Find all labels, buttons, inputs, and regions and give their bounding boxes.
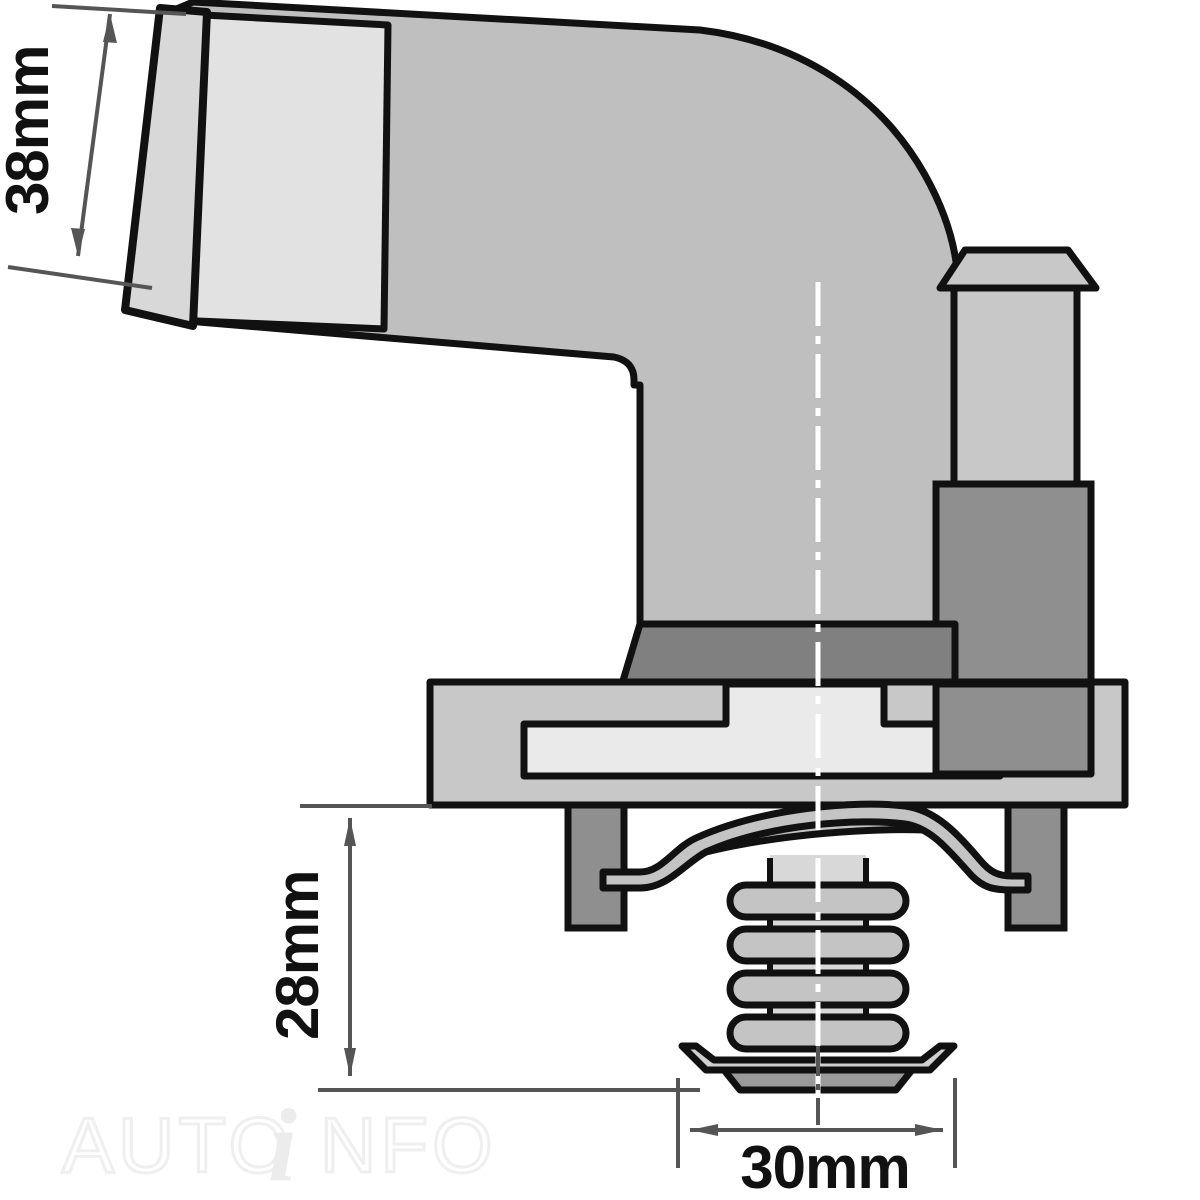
dim-30-arrow-left xyxy=(690,1124,718,1136)
bypass-nipple-base-overlap xyxy=(932,680,1095,778)
dimension-thermostat-height: 28mm xyxy=(264,804,700,1092)
watermark-text-middle: i xyxy=(268,1088,297,1200)
dimension-inlet-diameter: 38mm xyxy=(0,4,187,290)
flange-cavity xyxy=(520,680,1004,780)
dim-38-arrow-top xyxy=(103,14,117,43)
thermostat-spring xyxy=(726,881,910,1053)
gasket-seat xyxy=(618,620,959,688)
bypass-nipple-cap xyxy=(936,246,1100,292)
dimension-label-28mm: 28mm xyxy=(264,871,331,1040)
dim-38-ext-bottom xyxy=(7,265,153,290)
dim-28-arrow-bottom xyxy=(344,1048,356,1076)
dimension-valve-diameter: 30mm xyxy=(676,1078,957,1200)
dimension-label-38mm: 38mm xyxy=(0,46,61,215)
inlet-pipe-flare xyxy=(121,4,211,330)
bypass-nipple xyxy=(950,284,1081,492)
thermostat-leg-left xyxy=(564,801,628,932)
thermostat-bracket xyxy=(599,800,1032,894)
dimension-label-30mm: 30mm xyxy=(740,1134,909,1200)
watermark-text-right: NFO xyxy=(320,1101,497,1189)
watermark-autoinfo: AUTO i NFO xyxy=(61,1088,497,1200)
watermark-text-left: AUTO xyxy=(62,1101,293,1189)
dim-30-arrow-right xyxy=(915,1124,943,1136)
dim-38-ext-top xyxy=(51,4,187,16)
dim-38-arrow-bottom xyxy=(71,228,85,256)
thermostat-leg-right xyxy=(1004,801,1068,932)
dim-38-line xyxy=(76,13,112,257)
dim-28-arrow-top xyxy=(344,818,356,846)
